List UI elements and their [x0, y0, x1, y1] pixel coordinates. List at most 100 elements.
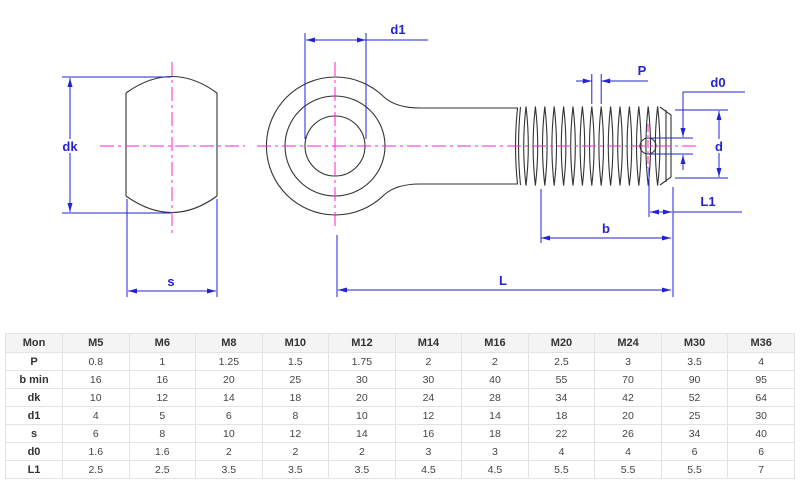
- technical-drawing: dk s d1: [62, 22, 745, 297]
- table-cell: 5.5: [594, 460, 662, 479]
- l1-label: L1: [700, 194, 715, 209]
- table-cell: 6: [660, 442, 729, 461]
- table-cell: 3.5: [660, 352, 729, 371]
- column-header-M24: M24: [594, 333, 662, 353]
- table-cell: 1.75: [328, 352, 396, 371]
- table-cell: 14: [461, 406, 529, 425]
- table-cell: 1.6: [128, 442, 197, 461]
- column-header-M6: M6: [128, 333, 197, 353]
- table-cell: 3: [394, 442, 463, 461]
- table-cell: 5.5: [660, 460, 729, 479]
- table-cell: 1.5: [261, 352, 330, 371]
- column-header-M10: M10: [261, 333, 330, 353]
- table-cell: 6: [727, 442, 795, 461]
- table-cell: 30: [727, 406, 795, 425]
- head-centerlines: [100, 62, 245, 233]
- table-cell: 34: [527, 388, 596, 407]
- table-cell: 4: [727, 352, 795, 371]
- row-label: P: [5, 352, 63, 371]
- table-cell: 90: [660, 370, 729, 389]
- table-cell: 10: [62, 388, 130, 407]
- table-cell: 6: [62, 424, 130, 443]
- table-cell: 5: [128, 406, 197, 425]
- table-cell: 18: [527, 406, 596, 425]
- row-label: b min: [5, 370, 63, 389]
- table-cell: 2: [394, 352, 463, 371]
- s-label: s: [167, 274, 174, 289]
- table-cell: 70: [594, 370, 662, 389]
- table-cell: 8: [261, 406, 330, 425]
- p-dimension: P: [576, 63, 648, 104]
- table-cell: 3: [461, 442, 529, 461]
- table-cell: 20: [594, 406, 662, 425]
- table-cell: 3: [594, 352, 662, 371]
- table-cell: 2.5: [128, 460, 197, 479]
- table-cell: 1: [128, 352, 197, 371]
- table-cell: 3.5: [328, 460, 396, 479]
- column-header-M16: M16: [461, 333, 529, 353]
- table-cell: 8: [128, 424, 197, 443]
- row-label: L1: [5, 460, 63, 479]
- table-cell: 5.5: [527, 460, 596, 479]
- table-cell: 2: [195, 442, 263, 461]
- d0-label: d0: [710, 75, 725, 90]
- table-cell: 40: [727, 424, 795, 443]
- d0-dimension: d0: [650, 75, 745, 170]
- column-header-M14: M14: [394, 333, 463, 353]
- table-cell: 4.5: [394, 460, 463, 479]
- s-dimension: s: [126, 199, 218, 297]
- b-label: b: [602, 221, 610, 236]
- row-label: d0: [5, 442, 63, 461]
- column-header-M8: M8: [195, 333, 263, 353]
- table-cell: 4: [527, 442, 596, 461]
- table-cell: 6: [195, 406, 263, 425]
- table-cell: 16: [128, 370, 197, 389]
- l-dimension: L: [336, 187, 674, 297]
- table-cell: 12: [394, 406, 463, 425]
- table-cell: 28: [461, 388, 529, 407]
- column-header-M12: M12: [328, 333, 396, 353]
- table-cell: 2: [461, 352, 529, 371]
- table-cell: 18: [261, 388, 330, 407]
- table-cell: 16: [394, 424, 463, 443]
- table-cell: 25: [261, 370, 330, 389]
- column-header-M5: M5: [62, 333, 130, 353]
- table-cell: 22: [527, 424, 596, 443]
- table-cell: 4: [594, 442, 662, 461]
- dk-label: dk: [62, 139, 78, 154]
- table-cell: 20: [195, 370, 263, 389]
- table-cell: 26: [594, 424, 662, 443]
- column-header-M36: M36: [727, 333, 795, 353]
- table-cell: 25: [660, 406, 729, 425]
- table-cell: 3.5: [195, 460, 263, 479]
- table-cell: 1.25: [195, 352, 263, 371]
- table-cell: 2: [261, 442, 330, 461]
- thread-teeth: [523, 106, 661, 186]
- head-side-view: [125, 76, 218, 213]
- column-header-Mon: Mon: [5, 333, 63, 353]
- table-cell: 4.5: [461, 460, 529, 479]
- table-cell: 1.6: [62, 442, 130, 461]
- table-cell: 64: [727, 388, 795, 407]
- table-cell: 34: [660, 424, 729, 443]
- table-cell: 2.5: [527, 352, 596, 371]
- table-cell: 4: [62, 406, 130, 425]
- table-cell: 12: [128, 388, 197, 407]
- d-label: d: [715, 139, 723, 154]
- table-cell: 55: [527, 370, 596, 389]
- b-dimension: b: [540, 189, 671, 243]
- table-cell: 95: [727, 370, 795, 389]
- d1-label: d1: [390, 22, 405, 37]
- table-cell: 16: [62, 370, 130, 389]
- table-cell: 3.5: [261, 460, 330, 479]
- row-label: d1: [5, 406, 63, 425]
- table-cell: 14: [328, 424, 396, 443]
- d-dimension: d: [675, 109, 729, 179]
